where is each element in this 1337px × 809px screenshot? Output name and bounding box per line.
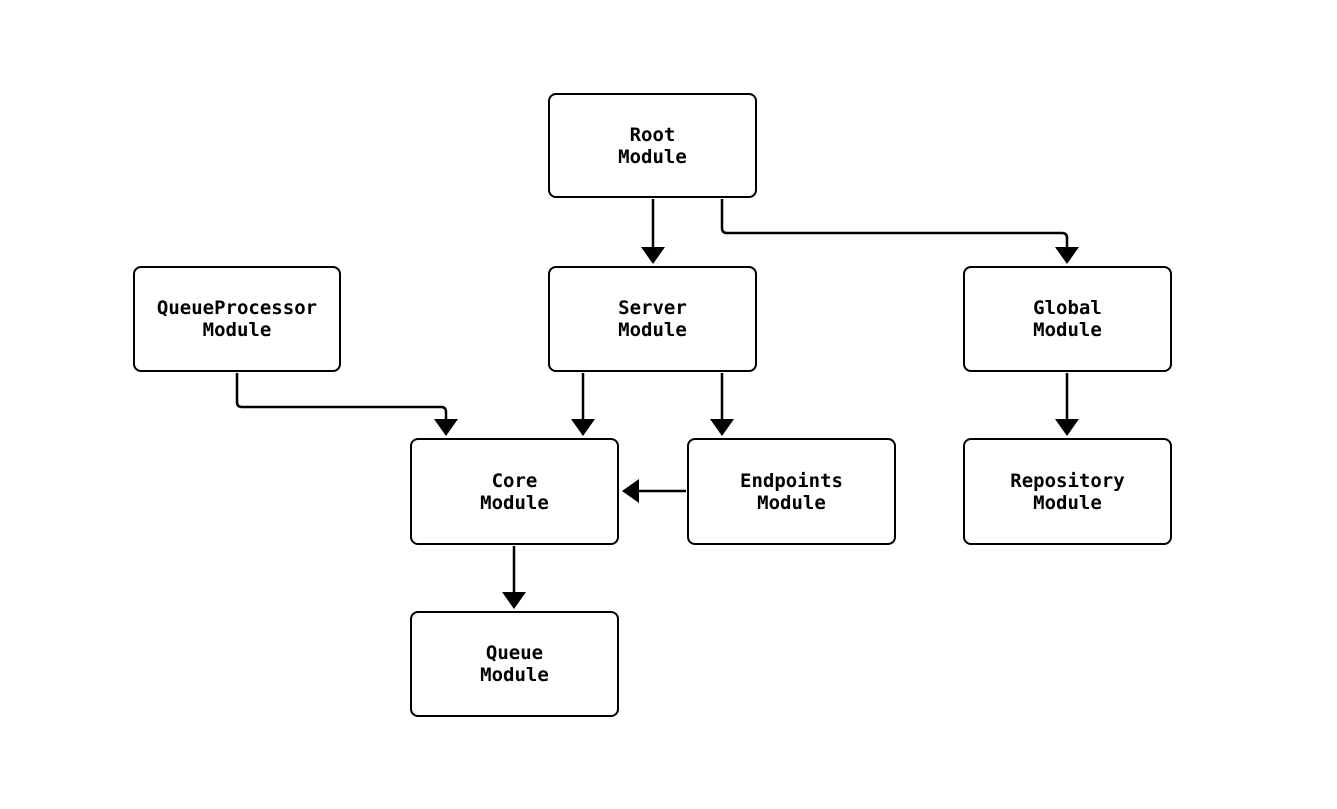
node-server-module: Server Module	[548, 266, 757, 372]
node-label: Module	[480, 491, 549, 514]
node-label: Server	[618, 297, 687, 319]
node-label: Module	[618, 145, 687, 168]
node-label: Core	[491, 469, 538, 492]
edge-endpoints-to-core	[622, 479, 686, 503]
node-queue-module: Queue Module	[410, 611, 619, 717]
edge-queueprocessor-to-core	[235, 373, 458, 436]
node-repository-module: Repository Module	[963, 438, 1172, 545]
node-label: Queue	[485, 642, 544, 664]
arrowhead-left-icon	[622, 479, 639, 503]
edge-server-to-core	[571, 373, 595, 436]
node-label: Module	[618, 319, 687, 341]
edge-global-to-repository	[1055, 373, 1079, 436]
node-endpoints-module: Endpoints Module	[687, 438, 896, 545]
arrowhead-down-icon	[571, 419, 595, 436]
node-label: QueueProcessor	[156, 297, 318, 319]
node-root-module: Root Module	[548, 93, 757, 198]
node-global-module: Global Module	[963, 266, 1172, 372]
arrowhead-down-icon	[434, 419, 458, 436]
node-label: Global	[1033, 297, 1102, 319]
node-label: Module	[1033, 491, 1102, 514]
node-queueprocessor-module: QueueProcessor Module	[133, 266, 341, 372]
arrowhead-down-icon	[710, 419, 734, 436]
edge-server-to-endpoints	[710, 373, 734, 436]
node-label: Root	[629, 123, 676, 146]
node-label: Module	[480, 664, 549, 686]
edge-root-to-global	[720, 199, 1079, 264]
arrowhead-down-icon	[502, 592, 526, 609]
node-label: Module	[1033, 319, 1102, 341]
node-label: Module	[202, 319, 272, 341]
node-label: Module	[757, 491, 826, 514]
arrowhead-down-icon	[1055, 419, 1079, 436]
node-label: Endpoints	[740, 469, 843, 492]
arrowhead-down-icon	[1055, 247, 1079, 264]
node-core-module: Core Module	[410, 438, 619, 545]
edge-core-to-queue	[502, 546, 526, 609]
node-label: Repository	[1010, 469, 1125, 492]
arrowhead-down-icon	[641, 247, 665, 264]
edge-root-to-server	[641, 199, 665, 264]
